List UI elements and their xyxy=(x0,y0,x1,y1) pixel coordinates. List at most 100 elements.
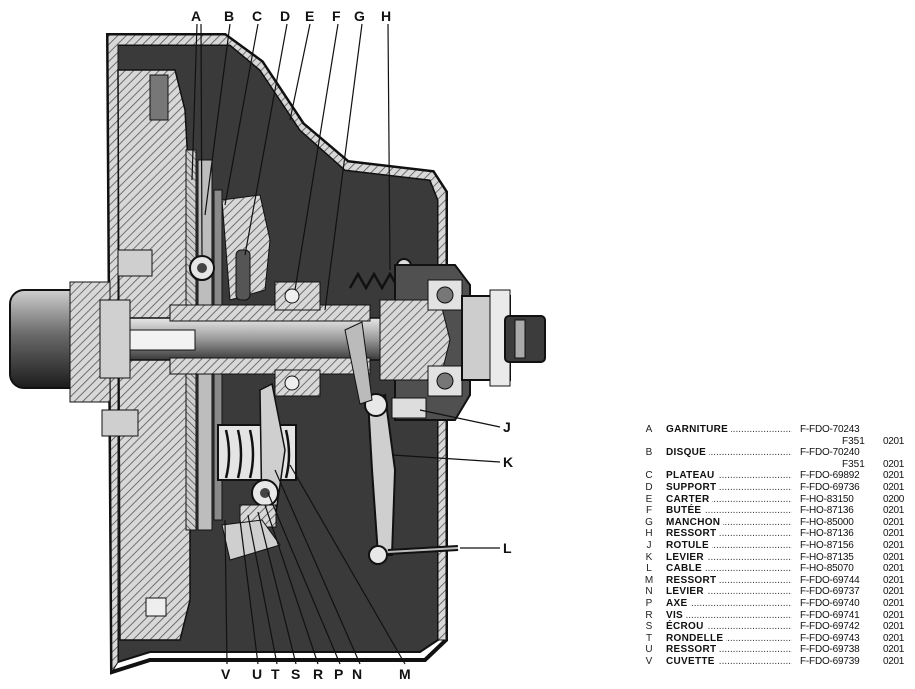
legend-part-code: 0201 xyxy=(883,516,905,528)
leader-dots: ........................................… xyxy=(666,655,792,667)
legend-part-name: BUTÉE xyxy=(666,505,705,517)
leader-dots: ........................................… xyxy=(666,551,792,563)
release-lever xyxy=(366,393,397,556)
legend-part-code: 0201 xyxy=(883,563,905,575)
legend-subrow: F351 0201 xyxy=(636,436,912,448)
leader-dots: ........................................… xyxy=(666,505,792,517)
legend-row: ........................................… xyxy=(636,493,912,506)
legend-part-code: 0201 xyxy=(883,609,905,621)
callout-b: B xyxy=(224,8,234,24)
legend-part-ref: F-FDO-69738 xyxy=(800,644,860,656)
callout-k: K xyxy=(503,454,513,470)
legend-letter: L xyxy=(646,563,652,575)
callout-a: A xyxy=(191,8,201,24)
legend-part-code: 0201 xyxy=(883,470,905,482)
callout-c: C xyxy=(252,8,262,24)
legend-part-code: 0201 xyxy=(883,481,905,493)
callout-l: L xyxy=(503,540,512,556)
release-bearing xyxy=(274,281,321,311)
legend-row: ........................................… xyxy=(636,597,912,610)
legend-part-code: 0201 xyxy=(883,597,905,609)
legend-part-ref: F-HO-87136 xyxy=(800,505,854,517)
legend-part-name: LEVIER xyxy=(666,586,707,598)
legend-part-code: 0201 xyxy=(883,644,905,656)
legend-letter: R xyxy=(645,609,653,621)
callout-g: G xyxy=(354,8,365,24)
legend-part-ref: F-HO-85000 xyxy=(800,516,854,528)
callout-t: T xyxy=(271,666,280,682)
legend-letter: V xyxy=(645,655,653,667)
legend-part-name: ROTULE xyxy=(666,539,712,552)
leader-dots: ........................................… xyxy=(666,470,792,482)
legend-part-code: 0200 xyxy=(883,493,905,505)
callout-d: D xyxy=(280,8,290,24)
leader-dots: ........................................… xyxy=(666,597,792,609)
legend-letter: N xyxy=(645,586,653,598)
legend-part-name: CUVETTE xyxy=(666,655,718,668)
callout-p: P xyxy=(334,666,343,682)
legend-row: ........................................… xyxy=(636,632,912,645)
legend-part-code: 0201 xyxy=(883,632,905,644)
legend-row: ........................................… xyxy=(636,516,912,529)
legend-row: ........................................… xyxy=(636,644,912,656)
legend-letter: J xyxy=(646,539,652,551)
callout-e: E xyxy=(305,8,314,24)
legend-part-ref: F-FDO-69892 xyxy=(800,470,860,482)
legend-letter: E xyxy=(645,493,653,505)
leader-dots: ........................................… xyxy=(666,481,792,493)
legend-letter: F xyxy=(645,505,653,517)
legend-part-sub: F351 xyxy=(842,435,865,447)
legend-letter: T xyxy=(645,632,653,644)
legend-letter: S xyxy=(645,621,653,633)
legend-part-ref: F-FDO-69743 xyxy=(800,632,860,644)
legend-part-code: 0201 xyxy=(883,586,905,598)
legend-row: ........................................… xyxy=(636,563,912,575)
callout-v: V xyxy=(221,666,231,682)
leader-dots: ........................................… xyxy=(666,586,792,598)
callout-m: M xyxy=(399,666,411,682)
legend-part-name: DISQUE xyxy=(666,447,710,459)
legend-row: ........................................… xyxy=(636,528,912,540)
legend-part-ref: F-FDO-69741 xyxy=(800,609,860,621)
legend-part-ref: F-HO-83150 xyxy=(800,493,854,505)
legend-part-code: 0201 xyxy=(883,539,905,551)
legend-part-ref: F-HO-87136 xyxy=(800,528,854,540)
legend-part-ref: F-HO-85070 xyxy=(800,563,854,575)
legend-row: ........................................… xyxy=(636,481,912,494)
leader-dots: ........................................… xyxy=(666,621,792,633)
legend-part-code: 0201 xyxy=(883,458,905,470)
callout-f: F xyxy=(332,8,341,24)
callouts-top: A B C D E F G H xyxy=(191,8,391,24)
callout-r: R xyxy=(313,666,323,682)
legend-part-ref: F-FDO-70240 xyxy=(800,447,860,459)
legend-part-code: 0201 xyxy=(883,551,905,563)
callouts-right: J K L xyxy=(503,419,513,556)
legend-part-name: RESSORT xyxy=(666,528,720,540)
legend-letter: A xyxy=(645,424,653,435)
legend-row: ........................................… xyxy=(636,574,912,587)
legend-part-ref: F-FDO-69737 xyxy=(800,586,860,598)
legend-letter: C xyxy=(645,470,653,482)
legend-part-ref: F-FDO-69744 xyxy=(800,574,860,586)
legend-part-name: RESSORT xyxy=(666,644,720,656)
legend-part-name: CABLE xyxy=(666,563,705,575)
legend-part-name: RONDELLE xyxy=(666,632,727,645)
callout-h: H xyxy=(381,8,391,24)
legend-part-ref: F-FDO-70243 xyxy=(800,424,860,435)
legend-row: ........................................… xyxy=(636,539,912,552)
legend-part-name: CARTER xyxy=(666,493,713,506)
legend-row: ........................................… xyxy=(636,424,912,436)
legend-part-name: RESSORT xyxy=(666,574,720,587)
legend-row: ........................................… xyxy=(636,609,912,622)
leader-dots: ........................................… xyxy=(666,574,792,586)
leader-dots: ........................................… xyxy=(666,644,792,656)
leader-dots: ........................................… xyxy=(666,609,792,621)
legend-part-code: 0201 xyxy=(883,435,905,447)
legend-letter: K xyxy=(645,551,653,563)
legend-part-code: 0201 xyxy=(883,574,905,586)
leader-dots: ........................................… xyxy=(666,632,792,644)
legend-part-ref: F-FDO-69739 xyxy=(800,655,860,667)
legend-row: ........................................… xyxy=(636,586,912,598)
legend-part-ref: F-FDO-69740 xyxy=(800,597,860,609)
legend-part-name: ÉCROU xyxy=(666,621,707,633)
